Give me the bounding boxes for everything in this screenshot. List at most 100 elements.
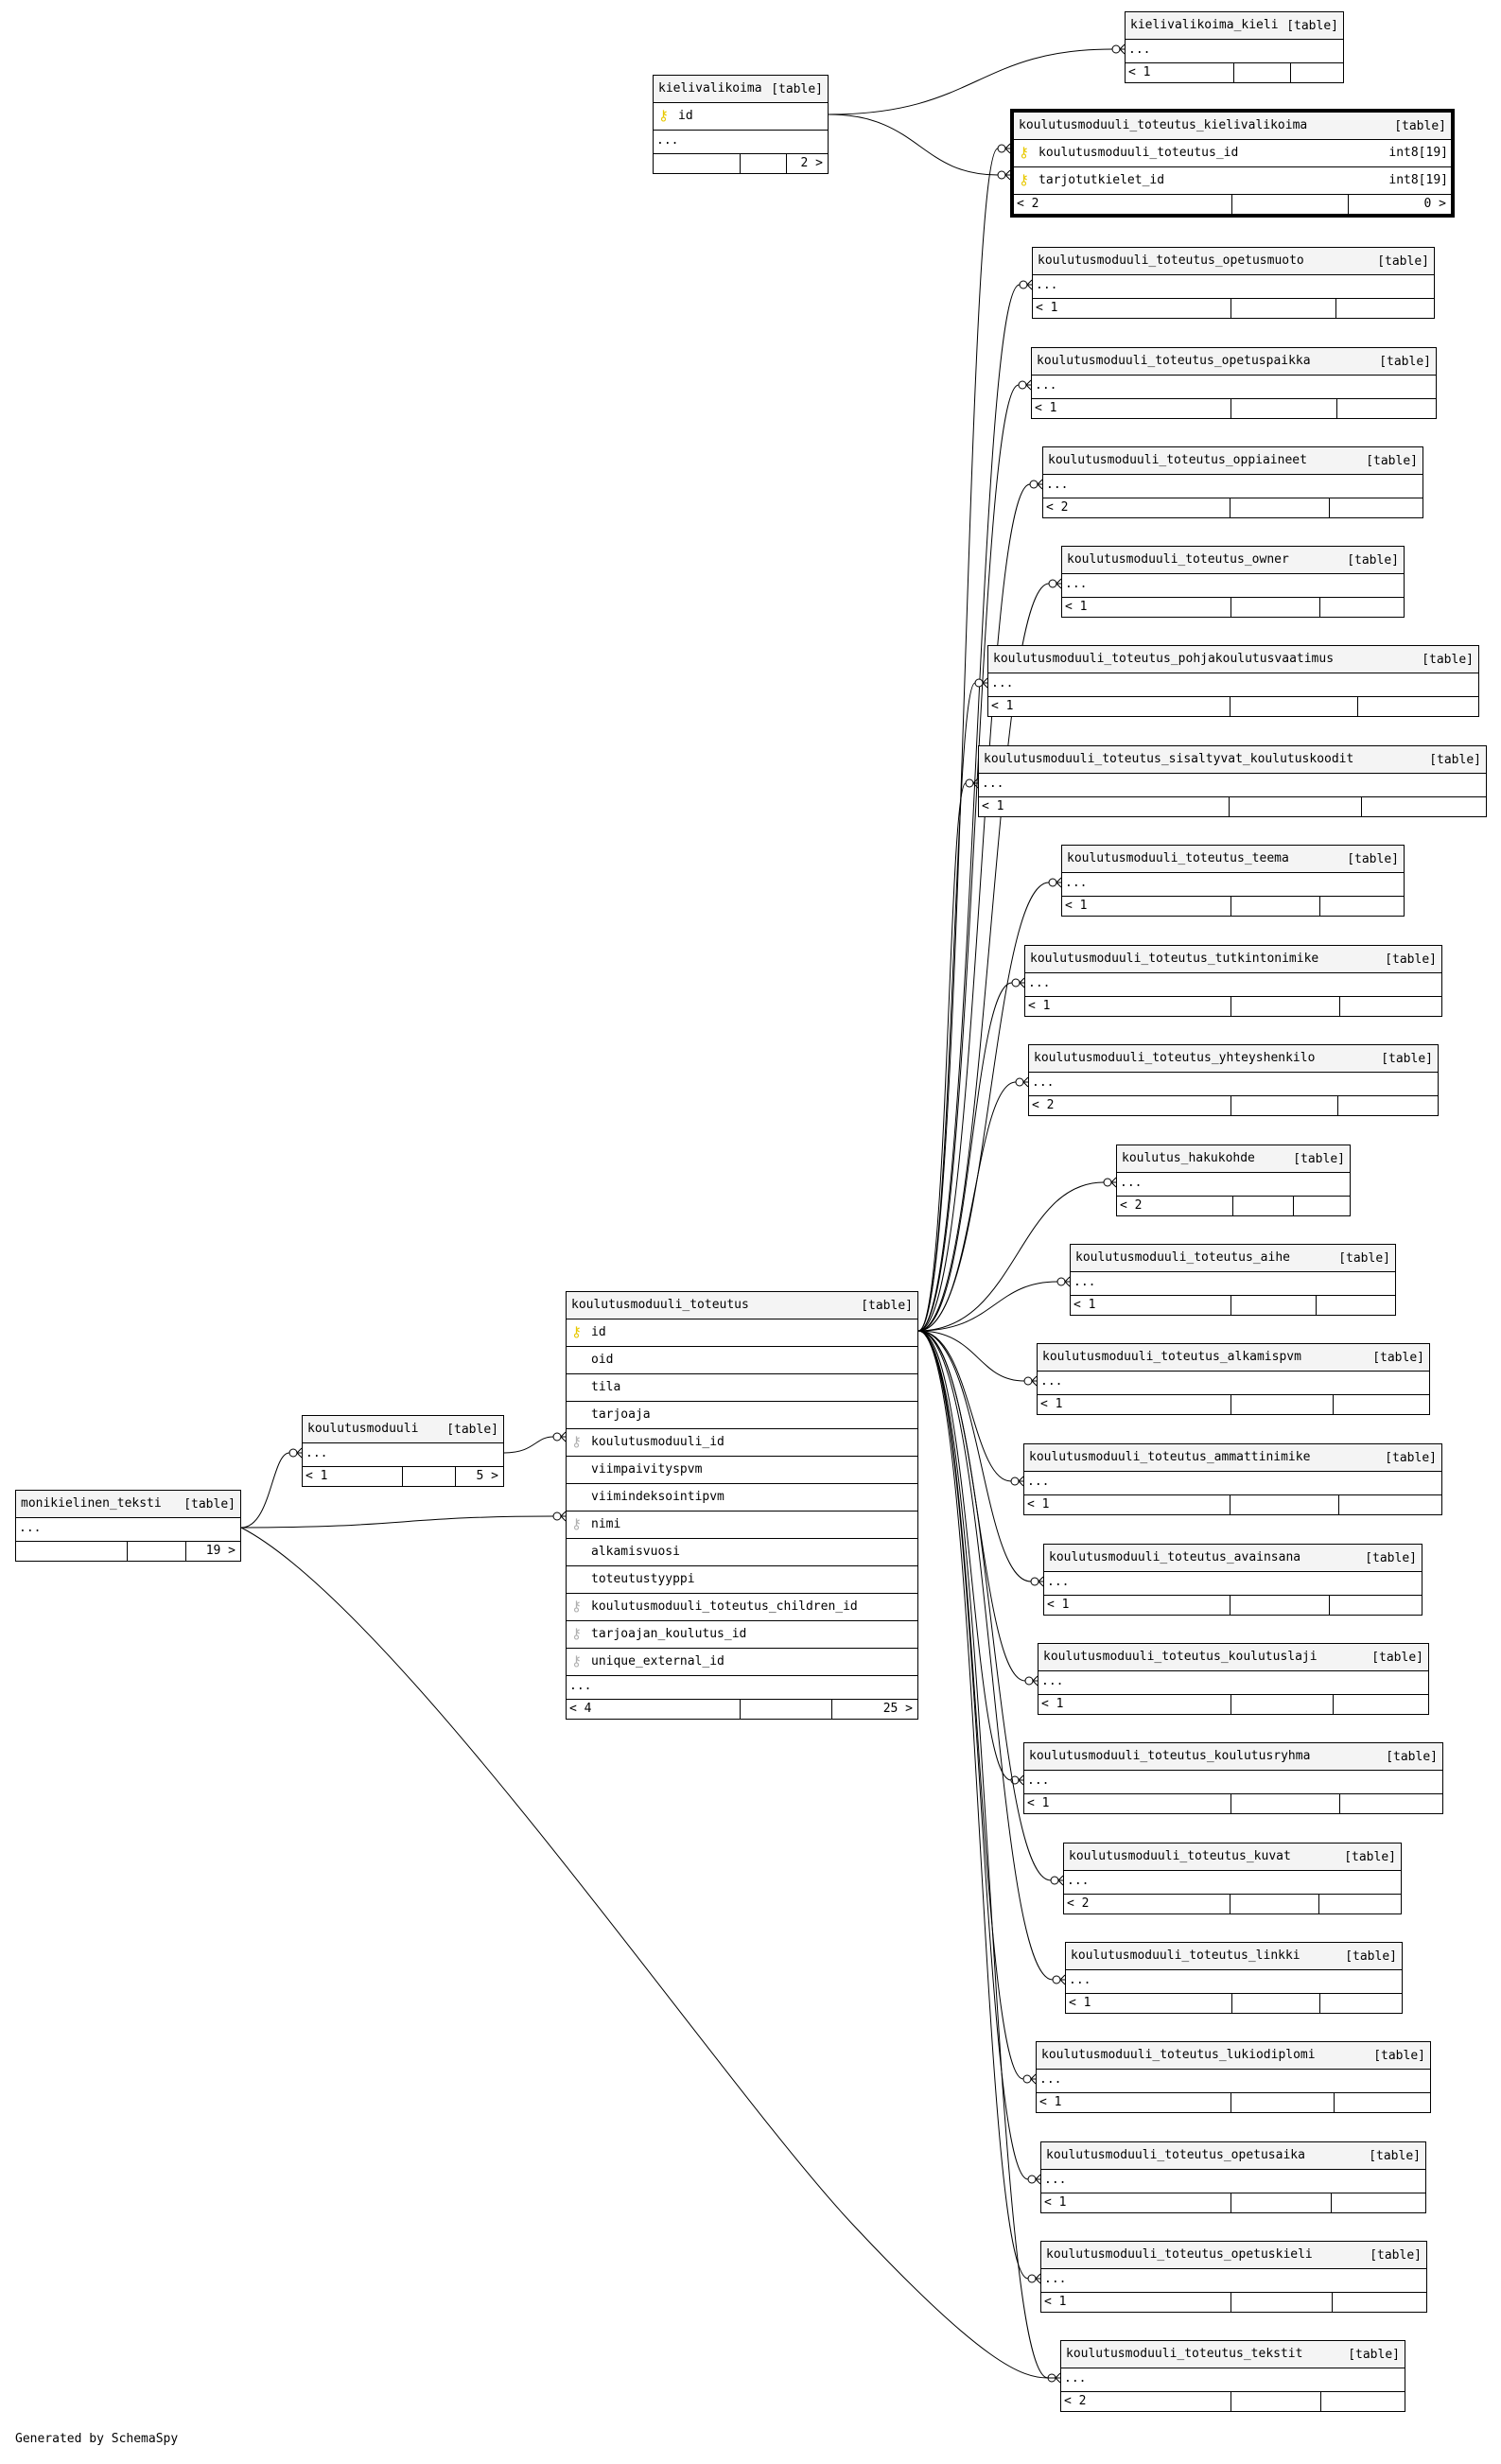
parents-count-link[interactable]: < 1 <box>1035 401 1057 415</box>
table-name[interactable]: koulutusmoduuli_toteutus_oppiaineet <box>1048 453 1307 467</box>
parents-count-link[interactable]: < 2 <box>1067 1896 1090 1911</box>
table-kielivalikoima-kieli[interactable]: kielivalikoima_kieli[table]...< 1 <box>1125 11 1344 83</box>
table-name[interactable]: koulutusmoduuli_toteutus_pohjakoulutusva… <box>993 652 1335 666</box>
table-name[interactable]: monikielinen_teksti <box>21 1496 162 1511</box>
column-row[interactable]: ⚷unique_external_id <box>567 1649 917 1676</box>
table-koulutusmoduuli-toteutus-opetuskieli[interactable]: koulutusmoduuli_toteutus_opetuskieli[tab… <box>1040 2241 1427 2313</box>
table-koulutusmoduuli-toteutus-avainsana[interactable]: koulutusmoduuli_toteutus_avainsana[table… <box>1043 1544 1422 1616</box>
column-row[interactable]: ⚷tarjoajan_koulutus_id <box>567 1621 917 1649</box>
more-columns-ellipsis[interactable]: ... <box>1025 973 1441 997</box>
table-name[interactable]: koulutusmoduuli_toteutus_avainsana <box>1049 1550 1301 1564</box>
column-row[interactable]: tarjoaja <box>567 1402 917 1429</box>
more-columns-ellipsis[interactable]: ... <box>1044 1572 1422 1596</box>
table-koulutusmoduuli-toteutus-aihe[interactable]: koulutusmoduuli_toteutus_aihe[table]...<… <box>1070 1244 1396 1316</box>
parents-count-link[interactable]: < 1 <box>1065 600 1088 614</box>
table-koulutus-hakukohde[interactable]: koulutus_hakukohde[table]...< 2 <box>1116 1145 1351 1216</box>
table-name[interactable]: koulutusmoduuli_toteutus_opetusmuoto <box>1038 253 1304 268</box>
table-name[interactable]: koulutusmoduuli_toteutus_teema <box>1067 851 1289 865</box>
more-columns-ellipsis[interactable]: ... <box>1064 1871 1401 1895</box>
parents-count-link[interactable]: < 1 <box>305 1469 328 1483</box>
more-columns-ellipsis[interactable]: ... <box>988 673 1478 697</box>
table-name[interactable]: koulutusmoduuli_toteutus_linkki <box>1071 1948 1300 1963</box>
column-row[interactable]: oid <box>567 1347 917 1374</box>
parents-count-link[interactable]: < 1 <box>1065 899 1088 913</box>
table-kielivalikoima[interactable]: kielivalikoima[table]⚷id...2 > <box>653 75 829 174</box>
table-name[interactable]: koulutusmoduuli_toteutus_opetusaika <box>1046 2148 1305 2162</box>
parents-count-link[interactable]: < 1 <box>1128 65 1151 79</box>
more-columns-ellipsis[interactable]: ... <box>1041 2269 1426 2293</box>
table-name[interactable]: koulutusmoduuli_toteutus_opetuspaikka <box>1037 354 1311 368</box>
table-koulutusmoduuli-toteutus-koulutuslaji[interactable]: koulutusmoduuli_toteutus_koulutuslaji[ta… <box>1038 1643 1429 1715</box>
table-koulutusmoduuli-toteutus-koulutusryhma[interactable]: koulutusmoduuli_toteutus_koulutusryhma[t… <box>1023 1742 1443 1814</box>
table-name[interactable]: koulutusmoduuli <box>307 1422 419 1436</box>
table-name[interactable]: koulutusmoduuli_toteutus <box>571 1298 749 1312</box>
column-row[interactable]: viimindeksointipvm <box>567 1484 917 1512</box>
parents-count-link[interactable]: < 4 <box>569 1702 592 1716</box>
table-name[interactable]: kielivalikoima <box>658 81 762 96</box>
column-row[interactable]: alkamisvuosi <box>567 1539 917 1566</box>
more-columns-ellipsis[interactable]: ... <box>1024 1472 1441 1495</box>
table-name[interactable]: koulutusmoduuli_toteutus_sisaltyvat_koul… <box>984 752 1354 766</box>
table-koulutusmoduuli-toteutus-tutkintonimike[interactable]: koulutusmoduuli_toteutus_tutkintonimike[… <box>1024 945 1442 1017</box>
parents-count-link[interactable]: < 1 <box>982 799 1004 813</box>
table-koulutusmoduuli-toteutus-alkamispvm[interactable]: koulutusmoduuli_toteutus_alkamispvm[tabl… <box>1037 1343 1430 1415</box>
more-columns-ellipsis[interactable]: ... <box>1032 376 1436 399</box>
parents-count-link[interactable]: < 1 <box>1044 2195 1067 2210</box>
column-row[interactable]: ⚷koulutusmoduuli_id <box>567 1429 917 1457</box>
parents-count-link[interactable]: < 1 <box>1040 1397 1063 1411</box>
more-columns-ellipsis[interactable]: ... <box>1038 1372 1429 1395</box>
table-koulutusmoduuli-toteutus-ammattinimike[interactable]: koulutusmoduuli_toteutus_ammattinimike[t… <box>1023 1443 1442 1515</box>
table-name[interactable]: koulutusmoduuli_toteutus_tekstit <box>1066 2347 1303 2361</box>
parents-count-link[interactable]: < 1 <box>1073 1298 1096 1312</box>
column-row[interactable]: viimpaivityspvm <box>567 1457 917 1484</box>
children-count-link[interactable]: 25 > <box>882 1702 913 1716</box>
table-koulutusmoduuli-toteutus-yhteyshenkilo[interactable]: koulutusmoduuli_toteutus_yhteyshenkilo[t… <box>1028 1044 1439 1116</box>
table-koulutusmoduuli-toteutus-opetuspaikka[interactable]: koulutusmoduuli_toteutus_opetuspaikka[ta… <box>1031 347 1437 419</box>
children-count-link[interactable]: 2 > <box>800 156 823 170</box>
parents-count-link[interactable]: < 2 <box>1046 500 1069 515</box>
more-columns-ellipsis[interactable]: ... <box>303 1443 503 1467</box>
more-columns-ellipsis[interactable]: ... <box>1041 2170 1425 2193</box>
more-columns-ellipsis[interactable]: ... <box>1038 1671 1428 1695</box>
more-columns-ellipsis[interactable]: ... <box>1024 1771 1442 1794</box>
table-koulutusmoduuli-toteutus-owner[interactable]: koulutusmoduuli_toteutus_owner[table]...… <box>1061 546 1405 618</box>
children-count-link[interactable]: 5 > <box>476 1469 498 1483</box>
more-columns-ellipsis[interactable]: ... <box>1029 1073 1438 1096</box>
more-columns-ellipsis[interactable]: ... <box>567 1676 917 1700</box>
table-koulutusmoduuli-toteutus-lukiodiplomi[interactable]: koulutusmoduuli_toteutus_lukiodiplomi[ta… <box>1036 2041 1431 2113</box>
parents-count-link[interactable]: < 1 <box>1069 1996 1091 2010</box>
table-monikielinen-teksti[interactable]: monikielinen_teksti[table]...19 > <box>15 1490 241 1562</box>
parents-count-link[interactable]: < 1 <box>1036 301 1058 315</box>
more-columns-ellipsis[interactable]: ... <box>1037 2070 1430 2093</box>
table-name[interactable]: koulutusmoduuli_toteutus_opetuskieli <box>1046 2247 1313 2262</box>
more-columns-ellipsis[interactable]: ... <box>1043 475 1422 498</box>
table-name[interactable]: koulutusmoduuli_toteutus_koulutusryhma <box>1029 1749 1311 1763</box>
table-koulutusmoduuli-toteutus-oppiaineet[interactable]: koulutusmoduuli_toteutus_oppiaineet[tabl… <box>1042 446 1423 518</box>
table-koulutusmoduuli-toteutus-kuvat[interactable]: koulutusmoduuli_toteutus_kuvat[table]...… <box>1063 1843 1402 1914</box>
more-columns-ellipsis[interactable]: ... <box>1117 1173 1350 1197</box>
table-koulutusmoduuli-toteutus-opetusaika[interactable]: koulutusmoduuli_toteutus_opetusaika[tabl… <box>1040 2141 1426 2213</box>
table-name[interactable]: koulutusmoduuli_toteutus_ammattinimike <box>1029 1450 1311 1464</box>
table-name[interactable]: koulutusmoduuli_toteutus_aihe <box>1075 1250 1290 1265</box>
more-columns-ellipsis[interactable]: ... <box>1061 2368 1405 2392</box>
table-name[interactable]: koulutusmoduuli_toteutus_alkamispvm <box>1042 1350 1301 1364</box>
more-columns-ellipsis[interactable]: ... <box>1066 1970 1402 1994</box>
parents-count-link[interactable]: < 1 <box>1027 1796 1050 1810</box>
more-columns-ellipsis[interactable]: ... <box>1126 40 1343 63</box>
parents-count-link[interactable]: < 2 <box>1032 1098 1055 1112</box>
table-name[interactable]: koulutus_hakukohde <box>1122 1151 1255 1165</box>
table-koulutusmoduuli-toteutus-linkki[interactable]: koulutusmoduuli_toteutus_linkki[table]..… <box>1065 1942 1403 2014</box>
table-name[interactable]: koulutusmoduuli_toteutus_kuvat <box>1069 1849 1291 1863</box>
parents-count-link[interactable]: < 1 <box>1039 2095 1062 2109</box>
parents-count-link[interactable]: < 1 <box>1044 2295 1067 2309</box>
more-columns-ellipsis[interactable]: ... <box>654 131 828 154</box>
more-columns-ellipsis[interactable]: ... <box>16 1518 240 1542</box>
parents-count-link[interactable]: < 1 <box>1041 1697 1064 1711</box>
table-name[interactable]: kielivalikoima_kieli <box>1130 18 1279 32</box>
table-koulutusmoduuli-toteutus-opetusmuoto[interactable]: koulutusmoduuli_toteutus_opetusmuoto[tab… <box>1032 247 1435 319</box>
parents-count-link[interactable]: < 1 <box>1028 999 1051 1013</box>
more-columns-ellipsis[interactable]: ... <box>1033 275 1434 299</box>
table-name[interactable]: koulutusmoduuli_toteutus_lukiodiplomi <box>1041 2048 1316 2062</box>
